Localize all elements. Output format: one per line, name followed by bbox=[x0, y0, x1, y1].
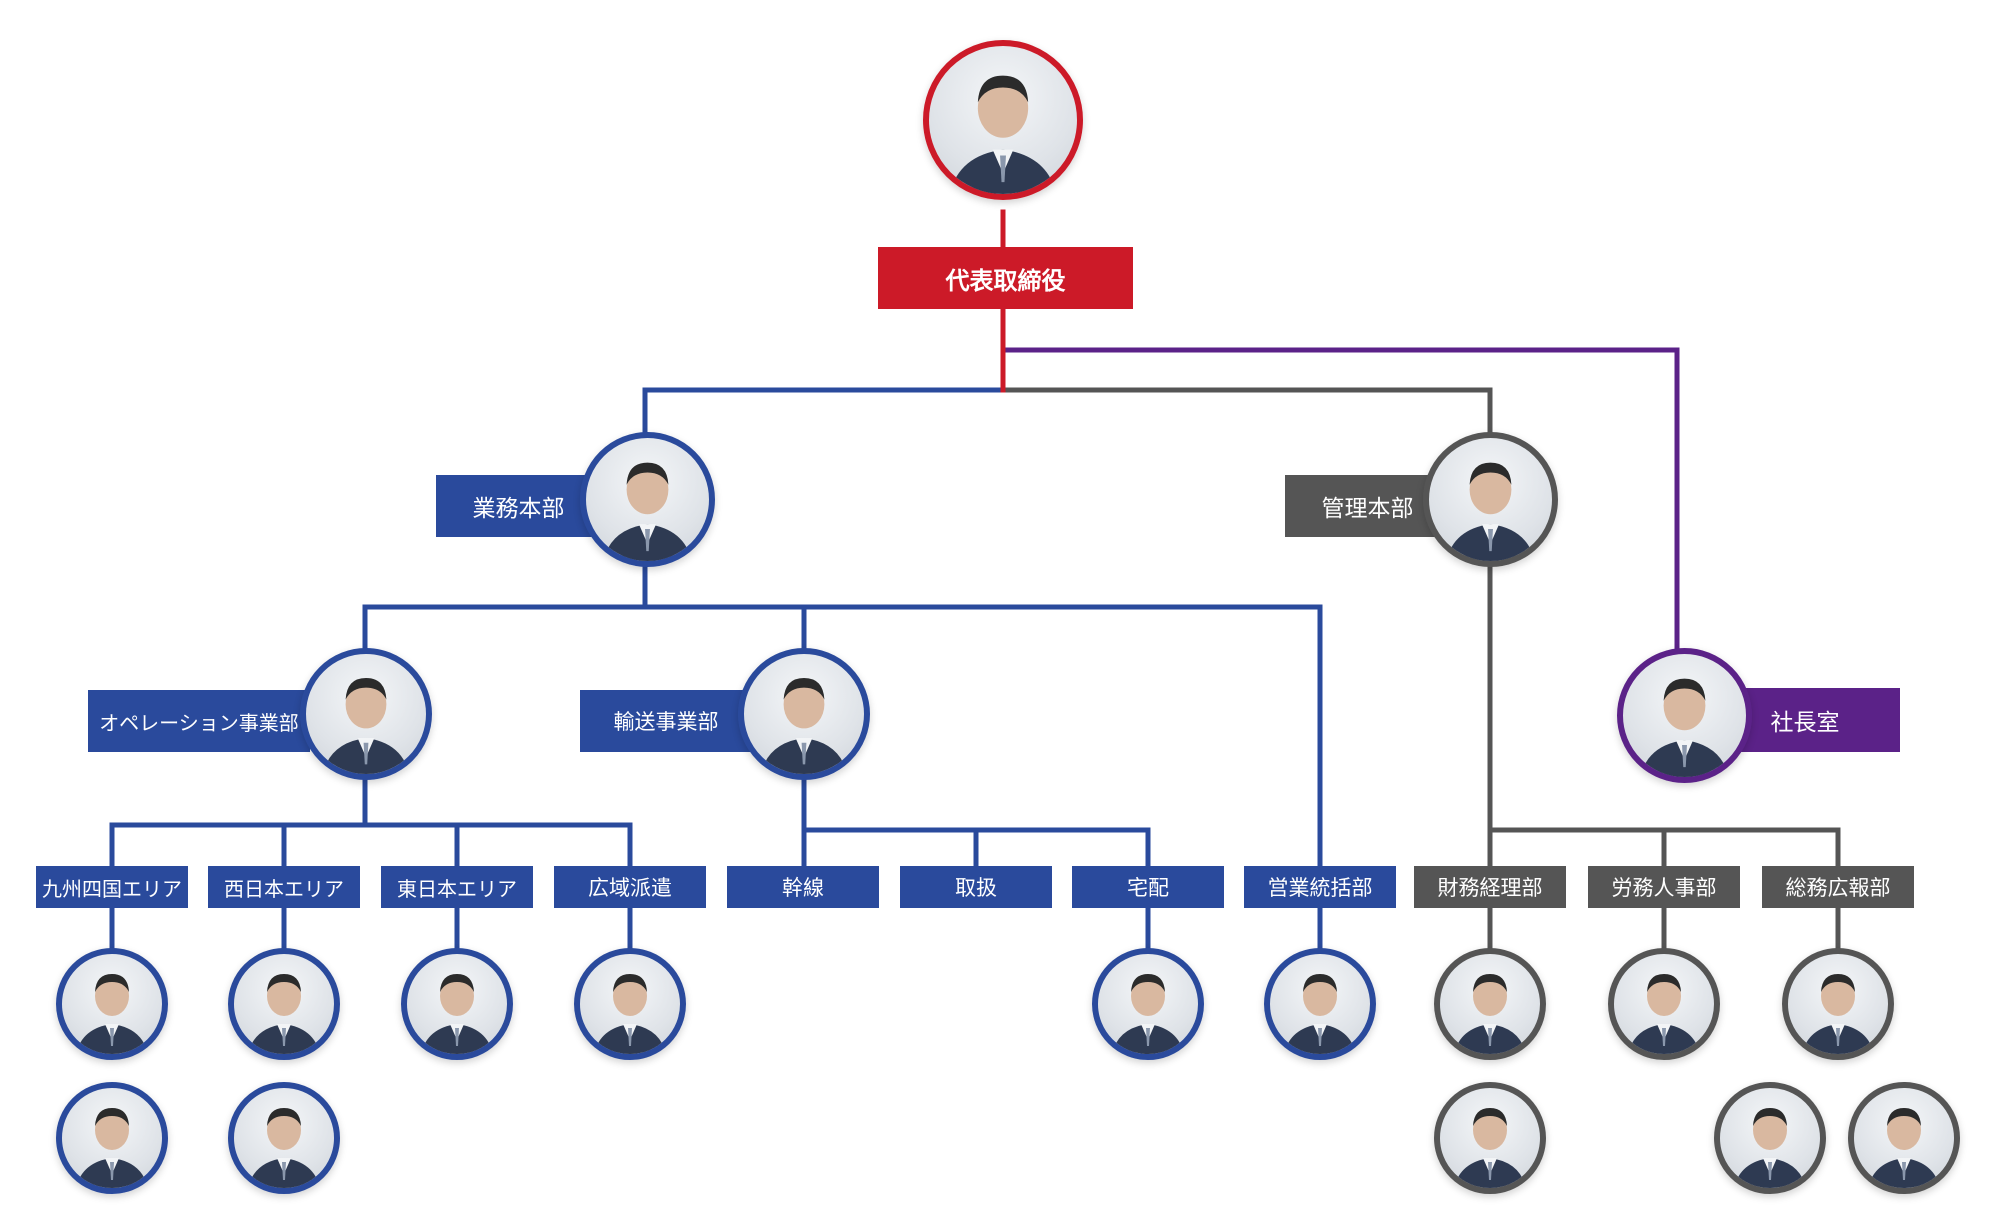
avatar-sales-management-1 bbox=[1264, 948, 1376, 1060]
avatar-wide-area-dispatch-1 bbox=[574, 948, 686, 1060]
person-silhouette-icon bbox=[1454, 974, 1526, 1054]
label-transport-division: 輸送事業部 bbox=[580, 690, 752, 752]
person-silhouette-icon bbox=[760, 678, 848, 774]
person-silhouette-icon bbox=[1454, 1108, 1526, 1188]
avatar-east-japan-1 bbox=[401, 948, 513, 1060]
label-ceo: 代表取締役 bbox=[878, 247, 1133, 309]
person-silhouette-icon bbox=[949, 75, 1057, 194]
person-silhouette-icon bbox=[76, 1108, 148, 1188]
line-admin-avatars bbox=[1487, 905, 1841, 953]
avatar-general-pr-3 bbox=[1848, 1082, 1960, 1194]
label-administration-hq: 管理本部 bbox=[1285, 475, 1450, 537]
label-home-delivery: 宅配 bbox=[1072, 866, 1224, 908]
avatar-ceo bbox=[923, 40, 1083, 200]
label-sales-management: 営業統括部 bbox=[1244, 866, 1396, 908]
line-area-avatars bbox=[109, 905, 1323, 953]
label-labor-hr: 労務人事部 bbox=[1588, 866, 1740, 908]
label-general-pr: 総務広報部 bbox=[1762, 866, 1914, 908]
line-opdiv-bus bbox=[109, 777, 633, 879]
person-silhouette-icon bbox=[1446, 462, 1535, 561]
avatar-operation-division bbox=[300, 648, 432, 780]
person-silhouette-icon bbox=[1112, 974, 1184, 1054]
avatar-labor-hr-1 bbox=[1608, 948, 1720, 1060]
label-kyushu-shikoku-area: 九州四国エリア bbox=[36, 866, 188, 908]
label-trunk-line: 幹線 bbox=[727, 866, 879, 908]
avatar-finance-accounting-2 bbox=[1434, 1082, 1546, 1194]
label-handling: 取扱 bbox=[900, 866, 1052, 908]
label-operations-hq: 業務本部 bbox=[436, 475, 601, 537]
line-ops-bus bbox=[362, 562, 1323, 879]
label-west-japan-area: 西日本エリア bbox=[208, 866, 360, 908]
avatar-west-japan-2 bbox=[228, 1082, 340, 1194]
label-wide-area-dispatch: 広域派遣 bbox=[554, 866, 706, 908]
avatar-general-pr-2 bbox=[1714, 1082, 1826, 1194]
avatar-kyushu-shikoku-2 bbox=[56, 1082, 168, 1194]
avatar-general-pr-1 bbox=[1782, 948, 1894, 1060]
line-admin-bus bbox=[1487, 562, 1841, 879]
avatar-operations-hq bbox=[580, 432, 715, 567]
line-administration bbox=[1000, 387, 1493, 435]
person-silhouette-icon bbox=[322, 678, 410, 774]
person-silhouette-icon bbox=[1628, 974, 1700, 1054]
person-silhouette-icon bbox=[1802, 974, 1874, 1054]
person-silhouette-icon bbox=[594, 974, 666, 1054]
person-silhouette-icon bbox=[248, 1108, 320, 1188]
avatar-kyushu-shikoku-1 bbox=[56, 948, 168, 1060]
person-silhouette-icon bbox=[603, 462, 692, 561]
label-finance-accounting: 財務経理部 bbox=[1414, 866, 1566, 908]
person-silhouette-icon bbox=[1640, 678, 1729, 777]
person-silhouette-icon bbox=[1734, 1108, 1806, 1188]
person-silhouette-icon bbox=[1868, 1108, 1940, 1188]
person-silhouette-icon bbox=[421, 974, 493, 1054]
person-silhouette-icon bbox=[76, 974, 148, 1054]
avatar-transport-division bbox=[738, 648, 870, 780]
line-operations bbox=[642, 387, 1006, 435]
avatar-finance-accounting-1 bbox=[1434, 948, 1546, 1060]
avatar-administration-hq bbox=[1423, 432, 1558, 567]
line-transport-bus bbox=[801, 777, 1151, 879]
avatar-west-japan-1 bbox=[228, 948, 340, 1060]
label-east-japan-area: 東日本エリア bbox=[381, 866, 533, 908]
line-president-office bbox=[1000, 347, 1680, 658]
label-operation-division: オペレーション事業部 bbox=[88, 690, 310, 752]
person-silhouette-icon bbox=[1284, 974, 1356, 1054]
avatar-president-office bbox=[1617, 648, 1752, 783]
avatar-home-delivery-1 bbox=[1092, 948, 1204, 1060]
person-silhouette-icon bbox=[248, 974, 320, 1054]
